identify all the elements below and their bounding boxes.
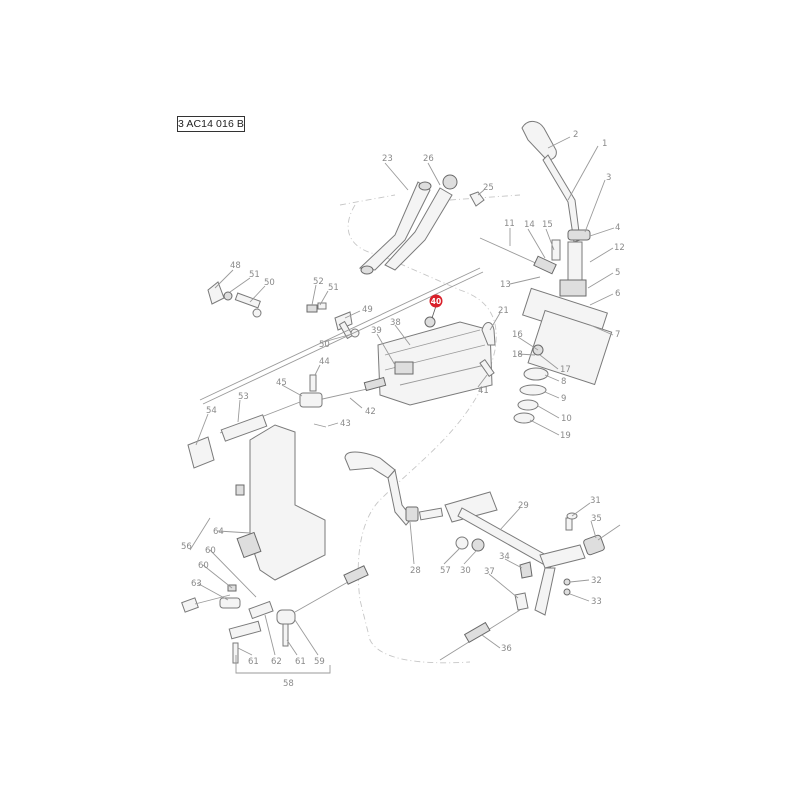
callout-label[interactable]: 41	[478, 386, 489, 396]
callout-label[interactable]: 49	[362, 305, 373, 315]
callout-label[interactable]: 34	[499, 552, 510, 562]
callout-label[interactable]: 28	[410, 566, 421, 576]
callout-label[interactable]: 51	[328, 283, 339, 293]
callout-label[interactable]: 23	[382, 154, 393, 164]
callout-label[interactable]: 5	[615, 268, 620, 278]
pedal-bracket-64-icon	[235, 424, 326, 581]
svg-text:40: 40	[431, 297, 441, 306]
callout-labels: 1 2 3 4 5 6 7 8 9 10 11 12 13 14 15 16 1…	[181, 130, 625, 689]
boundary-upper	[339, 194, 521, 206]
callout-label[interactable]: 56	[181, 542, 192, 552]
callout-label[interactable]: 53	[238, 392, 249, 402]
shift-tubes-icon	[358, 174, 458, 275]
callout-label[interactable]: 2	[573, 130, 578, 140]
clevis-45-icon	[299, 374, 323, 408]
callout-label[interactable]: 50	[264, 278, 275, 288]
callout-label[interactable]: 30	[460, 566, 471, 576]
callout-label[interactable]: 39	[371, 326, 382, 336]
callout-label[interactable]: 60	[198, 561, 209, 571]
callout-label[interactable]: 52	[313, 277, 324, 287]
callout-label[interactable]: 16	[512, 330, 523, 340]
diagram-reference-code: 3 AC14 016 B	[177, 116, 245, 132]
callout-label[interactable]: 58	[283, 679, 294, 689]
callout-label[interactable]: 43	[340, 419, 351, 429]
gear-lever-icon	[521, 121, 613, 386]
callout-label[interactable]: 35	[591, 514, 602, 524]
callout-label[interactable]: 38	[390, 318, 401, 328]
leader-lines	[189, 136, 615, 656]
callout-label[interactable]: 48	[230, 261, 241, 271]
callout-label[interactable]: 61	[295, 657, 306, 667]
callout-label[interactable]: 51	[249, 270, 260, 280]
callout-label[interactable]: 8	[561, 377, 566, 387]
callout-label[interactable]: 7	[615, 330, 620, 340]
callout-label[interactable]: 4	[615, 223, 620, 233]
clip-25-icon	[469, 191, 485, 207]
callout-label[interactable]: 33	[591, 597, 602, 607]
callout-label[interactable]: 19	[560, 431, 571, 441]
callout-label[interactable]: 12	[614, 243, 625, 253]
callout-label[interactable]: 29	[518, 501, 529, 511]
selector-housing-icon	[377, 321, 493, 406]
callout-label[interactable]: 17	[560, 365, 571, 375]
bolt-41-icon	[479, 359, 495, 377]
callout-label[interactable]: 6	[615, 289, 620, 299]
callout-label[interactable]: 63	[191, 579, 202, 589]
spring-53-icon	[220, 414, 268, 442]
callout-label[interactable]: 36	[501, 644, 512, 654]
callout-label[interactable]: 18	[512, 350, 523, 360]
plate-54-icon	[187, 436, 215, 469]
callout-label[interactable]: 62	[271, 657, 282, 667]
callout-label[interactable]: 57	[440, 566, 451, 576]
callout-label[interactable]: 64	[213, 527, 224, 537]
callout-label[interactable]: 54	[206, 406, 217, 416]
callout-label[interactable]: 14	[524, 220, 535, 230]
callout-label[interactable]: 26	[423, 154, 434, 164]
clutch-pedal-icon	[344, 451, 621, 661]
callout-label[interactable]: 25	[483, 183, 494, 193]
callout-label[interactable]: 15	[542, 220, 553, 230]
bushing-stack-icon	[513, 344, 549, 424]
callout-label[interactable]: 3	[606, 173, 611, 183]
callout-label[interactable]: 45	[276, 378, 287, 388]
highlighted-part-40-marker[interactable]: 40	[429, 294, 443, 308]
callout-label[interactable]: 21	[498, 306, 509, 316]
callout-label[interactable]: 61	[248, 657, 259, 667]
callout-label[interactable]: 9	[561, 394, 566, 404]
callout-label[interactable]: 37	[484, 567, 495, 577]
bracket-21-icon	[481, 322, 496, 346]
callout-label[interactable]: 59	[314, 657, 325, 667]
callout-label[interactable]: 60	[205, 546, 216, 556]
callout-label[interactable]: 13	[500, 280, 511, 290]
clip-52-icon	[306, 302, 327, 313]
callout-label[interactable]: 44	[319, 357, 330, 367]
callout-label[interactable]: 42	[365, 407, 376, 417]
callout-label[interactable]: 50	[319, 340, 330, 350]
callout-label[interactable]: 32	[591, 576, 602, 586]
bracket-bolt-icon	[207, 281, 262, 318]
callout-label[interactable]: 1	[602, 139, 607, 149]
callout-label[interactable]: 31	[590, 496, 601, 506]
callout-label[interactable]: 11	[504, 219, 515, 229]
callout-label[interactable]: 10	[561, 414, 572, 424]
